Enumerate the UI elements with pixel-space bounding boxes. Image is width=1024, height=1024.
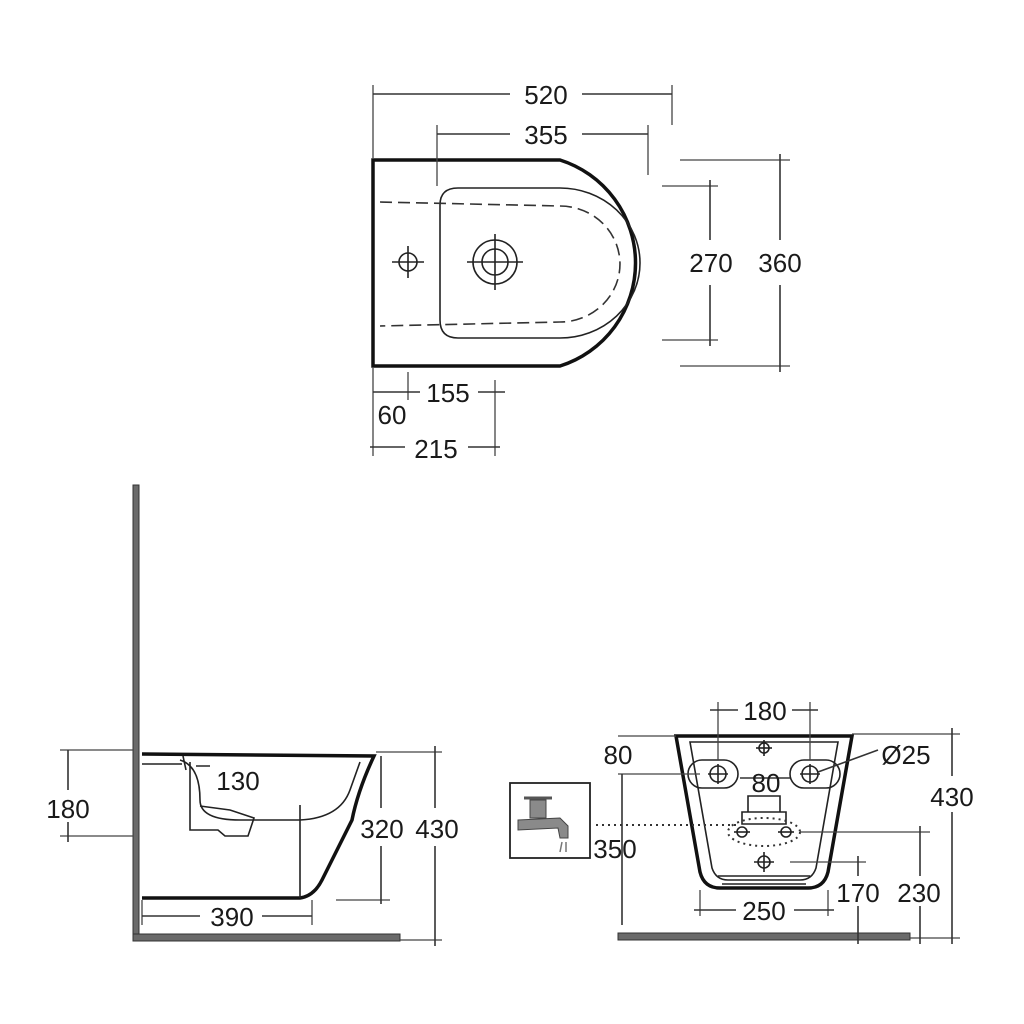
- rear-waste-outlet: [741, 795, 787, 825]
- rear-view-outline: [673, 734, 855, 890]
- dim-bowl-width: 270: [689, 248, 732, 278]
- wall-section: [132, 484, 140, 941]
- dim-fixing-spacing: 80: [752, 768, 781, 798]
- dim-overall-height: 430: [930, 782, 973, 812]
- dim-waste-depth: 130: [216, 766, 259, 796]
- dim-top-fixing-width: 180: [743, 696, 786, 726]
- dim-lower-fixing-height: 230: [897, 878, 940, 908]
- dim-rim-height-inner: 320: [360, 814, 403, 844]
- tap-icon: [509, 782, 591, 859]
- dim-overall-width: 360: [758, 248, 801, 278]
- dim-tap-hole-from-wall: 60: [378, 400, 407, 430]
- top-view-hidden-rim: [379, 201, 621, 327]
- tap-hole-symbol: [392, 246, 424, 278]
- dim-bowl-length: 355: [524, 120, 567, 150]
- fixing-slot-right: [789, 759, 841, 789]
- dim-waste-from-wall: 215: [414, 434, 457, 464]
- dim-base-length: 390: [210, 902, 253, 932]
- dim-tap-hole-offset: 155: [426, 378, 469, 408]
- dim-height-to-fixing: 180: [46, 794, 89, 824]
- dim-overall-length: 520: [524, 80, 567, 110]
- waste-outlet-symbol: [467, 234, 523, 290]
- side-view: 180 130 320 430 390: [46, 484, 459, 946]
- dim-rim-height-total: 430: [415, 814, 458, 844]
- side-view-waste: [189, 762, 256, 837]
- top-view: 520 355 270 360 155 60 215: [370, 80, 802, 464]
- dim-base-width: 250: [742, 896, 785, 926]
- side-view-bowl: [179, 759, 361, 821]
- dim-supply-height: 350: [593, 834, 636, 864]
- dim-waste-height: 170: [836, 878, 879, 908]
- top-view-bowl: [439, 187, 641, 339]
- side-view-outline: [141, 752, 377, 900]
- dim-fixing-diameter: Ø25: [881, 740, 930, 770]
- dim-fixing-vertical: 80: [604, 740, 633, 770]
- rear-floor-section: [617, 932, 911, 941]
- rear-view: 180 80 80 Ø25 430 350 250 170: [509, 696, 974, 944]
- rear-view-inner: [689, 741, 839, 881]
- floor-section: [132, 933, 401, 942]
- top-view-outline: [371, 158, 638, 368]
